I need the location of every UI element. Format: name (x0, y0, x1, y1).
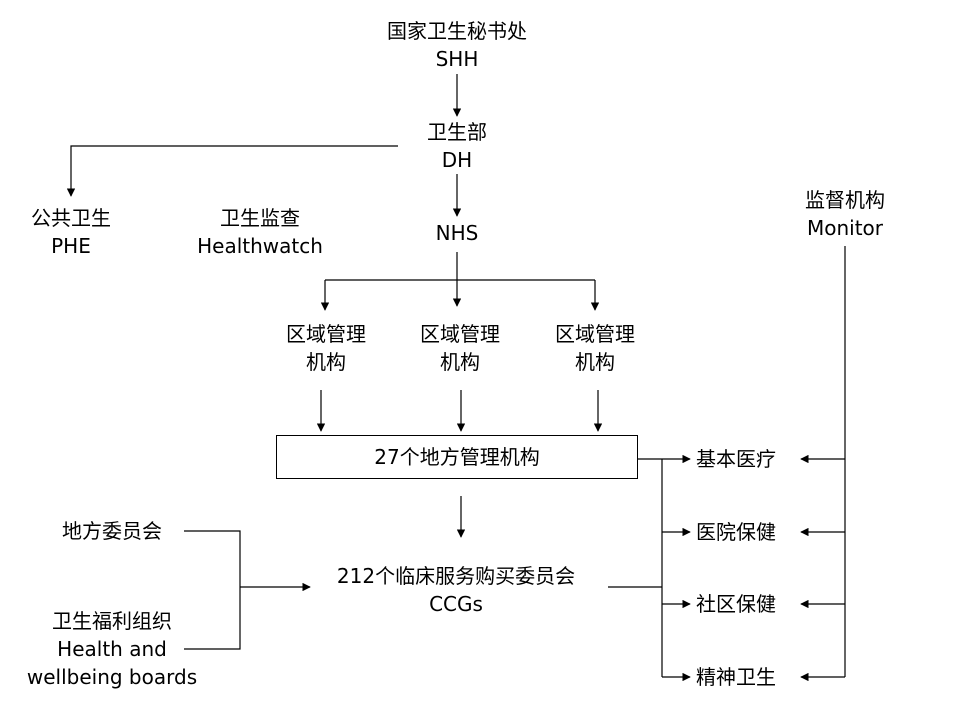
node-healthwatch-zh: 卫生监查 (220, 206, 300, 230)
node-hwb-en1: Health and (57, 637, 167, 661)
node-shh: 国家卫生秘书处 SHH (357, 17, 557, 73)
node-regional-1: 区域管理 机构 (266, 320, 386, 376)
node-healthwatch: 卫生监查 Healthwatch (180, 204, 340, 260)
node-monitor-en: Monitor (806, 216, 884, 240)
service-mental-health: 精神卫生 (696, 665, 776, 689)
node-hwb-en2: wellbeing boards (26, 665, 198, 689)
node-dh: 卫生部 DH (397, 118, 517, 174)
node-healthwatch-en: Healthwatch (197, 234, 323, 258)
node-ccgs: 212个临床服务购买委员会 CCGs (306, 562, 606, 618)
node-regional-2-line2: 机构 (440, 350, 480, 374)
node-monitor: 监督机构 Monitor (785, 186, 905, 242)
node-shh-zh: 国家卫生秘书处 (387, 19, 527, 43)
node-regional-2-line1: 区域管理 (420, 322, 500, 346)
service-hospital-care: 医院保健 (696, 520, 776, 544)
node-hwb: 卫生福利组织 Health and wellbeing boards (12, 607, 212, 691)
node-shh-en: SHH (435, 47, 479, 71)
node-regional-3-line1: 区域管理 (555, 322, 635, 346)
node-ccgs-zh: 212个临床服务购买委员会 (336, 564, 576, 588)
node-regional-3: 区域管理 机构 (535, 320, 655, 376)
node-dh-en: DH (441, 148, 473, 172)
node-phe: 公共卫生 PHE (11, 204, 131, 260)
node-hwb-zh: 卫生福利组织 (52, 609, 172, 633)
node-local-bodies: 27个地方管理机构 (276, 435, 638, 479)
node-regional-1-line2: 机构 (306, 350, 346, 374)
node-local-committee-zh: 地方委员会 (62, 519, 162, 543)
node-monitor-zh: 监督机构 (805, 188, 885, 212)
node-nhs: NHS (407, 219, 507, 247)
line-committee-bracket (184, 530, 241, 650)
node-regional-2: 区域管理 机构 (400, 320, 520, 376)
node-local-committee: 地方委员会 (42, 517, 182, 545)
service-community-care: 社区保健 (696, 592, 776, 616)
node-phe-en: PHE (51, 234, 91, 258)
node-regional-1-line1: 区域管理 (286, 322, 366, 346)
service-primary-care: 基本医疗 (696, 447, 776, 471)
node-ccgs-en: CCGs (429, 592, 483, 616)
node-phe-zh: 公共卫生 (31, 206, 111, 230)
node-nhs-en: NHS (435, 221, 479, 245)
node-regional-3-line2: 机构 (575, 350, 615, 374)
arrow-dh-phe (66, 145, 398, 197)
node-dh-zh: 卫生部 (427, 120, 487, 144)
